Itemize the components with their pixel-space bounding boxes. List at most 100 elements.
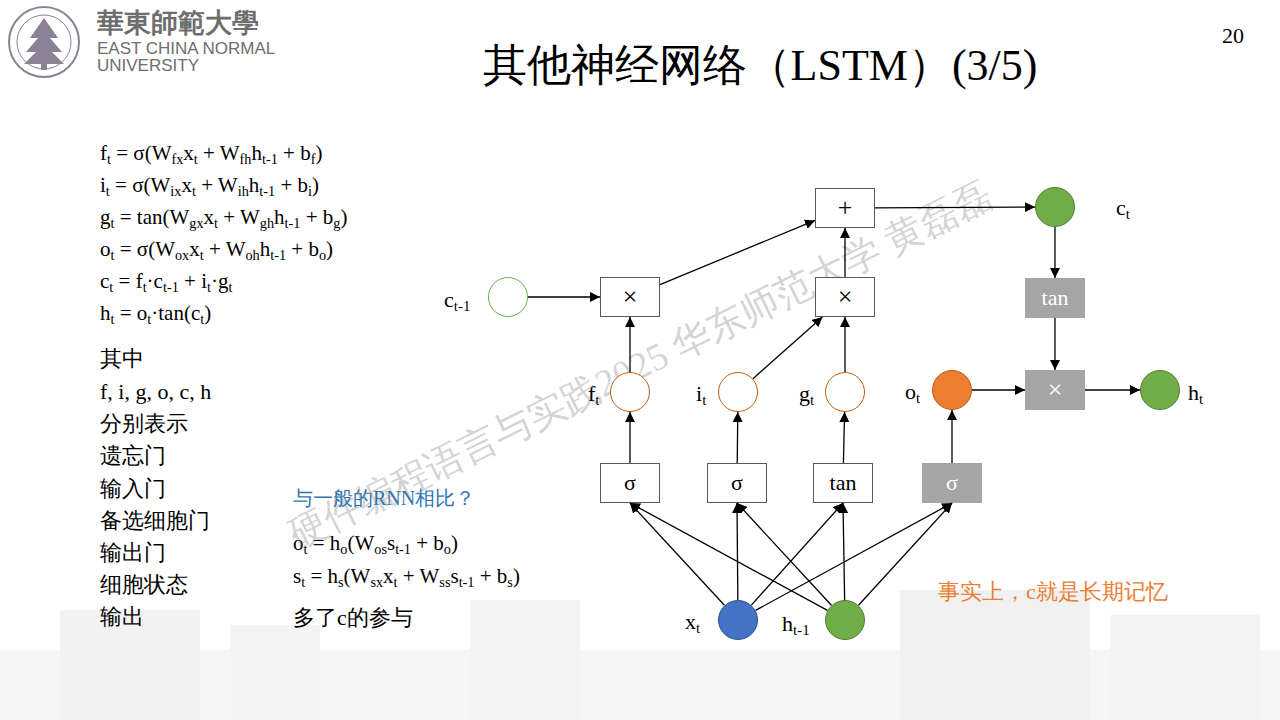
arrow-connector xyxy=(630,503,827,610)
building xyxy=(230,625,320,720)
subscript: t xyxy=(192,183,196,199)
note-line: 其中 xyxy=(100,348,144,370)
arrow-connector xyxy=(843,412,844,463)
node-label: σ xyxy=(624,472,636,494)
state-circle: ct xyxy=(1035,187,1075,227)
note-line: 输出门 xyxy=(100,542,166,564)
subscript: t xyxy=(109,279,113,295)
emblem-tree xyxy=(24,18,64,64)
subscript: t-1 xyxy=(262,151,278,167)
arrow-connector xyxy=(629,317,630,372)
circle-shape xyxy=(1141,371,1180,410)
subscript: t xyxy=(111,247,115,263)
node-label: σ xyxy=(731,472,743,494)
gate-circle: ot xyxy=(932,370,972,410)
note-line: 输入门 xyxy=(100,478,166,500)
subscript: t-1 xyxy=(459,574,475,590)
node-label: ct-1 xyxy=(444,289,470,311)
subscript: t-1 xyxy=(163,279,179,295)
node-label: gt xyxy=(799,383,814,405)
subscript: t xyxy=(1199,391,1203,407)
circle-outline xyxy=(718,600,758,640)
multiply-box: × xyxy=(600,277,660,317)
university-name: EAST CHINA NORMAL xyxy=(97,40,275,57)
page-number: 20 xyxy=(1222,25,1244,47)
subscript: t xyxy=(106,183,110,199)
circle-outline xyxy=(825,600,865,640)
note-line: 输出 xyxy=(100,606,144,628)
subscript: t-1 xyxy=(285,215,301,231)
subscript: o xyxy=(340,541,347,557)
gate-circle: it xyxy=(718,372,758,412)
output-circle: ht xyxy=(1140,370,1180,410)
activation-box: σ xyxy=(922,463,982,503)
arrow-connector xyxy=(844,317,845,372)
building xyxy=(1110,615,1260,720)
node-label: ht xyxy=(1188,382,1203,404)
subscript: fh xyxy=(240,151,252,167)
university-name: 華東師範大學 xyxy=(97,10,259,37)
arrow-connector xyxy=(843,503,845,600)
equation: ot = σ(Woxxt + Wohht-1 + bo) xyxy=(100,239,333,260)
subscript: t xyxy=(696,620,700,636)
arrow-connector xyxy=(1054,227,1055,278)
node-label: it xyxy=(696,383,706,405)
gate-circle: ft xyxy=(610,372,650,412)
multiply-box: × xyxy=(815,277,875,317)
arrow-connector xyxy=(1054,318,1055,370)
node-label: σ xyxy=(946,472,958,494)
circle-outline xyxy=(488,277,528,317)
subscript: g xyxy=(333,215,340,231)
input-circle: ht-1 xyxy=(825,600,865,640)
note-line: 分别表示 xyxy=(100,413,188,435)
subscript: t xyxy=(147,311,151,327)
node-label: ot xyxy=(905,381,920,403)
subscript: ix xyxy=(170,183,181,199)
subscript: oh xyxy=(245,247,259,263)
subscript: t xyxy=(916,390,920,406)
sum-box: + xyxy=(815,188,875,228)
campus-buildings xyxy=(0,590,1280,720)
activation-box: tan xyxy=(813,463,873,503)
arrow-connector xyxy=(858,503,952,605)
subscript: t xyxy=(200,311,204,327)
arrow-connector xyxy=(737,412,739,463)
subscript: ox xyxy=(175,247,189,263)
node-label: × xyxy=(838,284,853,310)
callout-note: 事实上，c就是长期记忆 xyxy=(938,581,1168,603)
state-circle: ct-1 xyxy=(488,277,528,317)
subscript: t-1 xyxy=(270,247,286,263)
university-emblem xyxy=(9,7,79,77)
subscript: i xyxy=(308,183,312,199)
arrow-connector xyxy=(1085,389,1140,390)
multiply-box: × xyxy=(1025,370,1085,410)
circle-shape xyxy=(826,601,865,640)
node-label: + xyxy=(838,195,853,221)
circle-shape xyxy=(489,278,528,317)
circle-shape xyxy=(611,373,650,412)
subscript: fx xyxy=(171,151,183,167)
subscript: ss xyxy=(439,574,450,590)
subscript: gx xyxy=(189,215,203,231)
arrow-connector xyxy=(844,228,845,277)
circle-shape xyxy=(933,371,972,410)
subscript: os xyxy=(374,541,387,557)
equation: it = σ(Wixxt + Wihht-1 + bi) xyxy=(100,175,319,196)
circle-outline xyxy=(718,372,758,412)
circle-outline xyxy=(1035,187,1075,227)
subscript: o xyxy=(319,247,326,263)
node-label: ht-1 xyxy=(782,613,810,635)
subscript: t-1 xyxy=(793,622,810,638)
node-label: tan xyxy=(830,472,857,494)
emblem-ring xyxy=(9,7,79,77)
arrow-connector xyxy=(528,296,600,297)
subscript: t xyxy=(111,311,115,327)
subscript: t xyxy=(111,215,115,231)
circle-shape xyxy=(719,601,758,640)
gate-circle: gt xyxy=(825,372,865,412)
arrow-connector xyxy=(737,503,831,605)
circle-outline xyxy=(1140,370,1180,410)
node-label: tan xyxy=(1042,287,1069,309)
arrow-connector xyxy=(630,503,724,605)
